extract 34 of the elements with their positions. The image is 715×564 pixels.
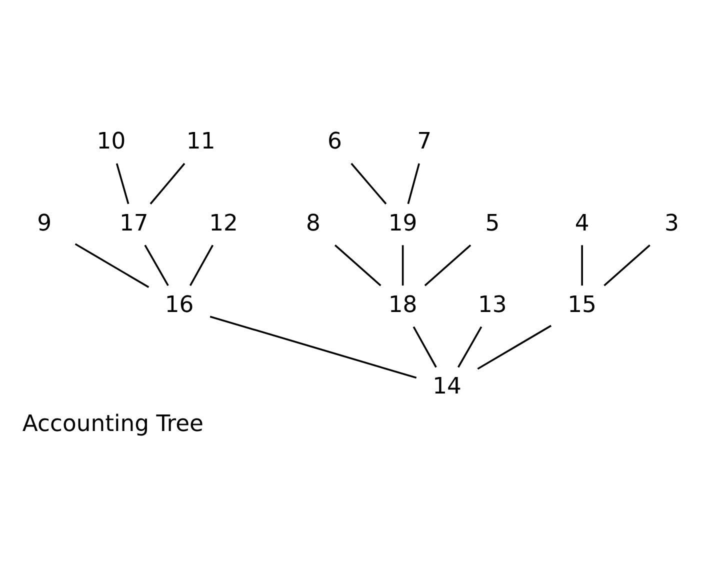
connector — [74, 242, 149, 288]
connector — [209, 315, 416, 378]
node-text: 13 — [478, 291, 506, 318]
connector — [144, 244, 168, 286]
node-text: 12 — [208, 210, 238, 236]
node-text: 19 — [388, 210, 417, 236]
node-text: 17 — [119, 210, 148, 236]
node-text: 9 — [36, 210, 52, 236]
node-text: 4 — [574, 210, 589, 236]
node-text: 10 — [96, 128, 126, 154]
connector — [412, 326, 436, 368]
node-text: 3 — [664, 210, 678, 236]
node-text: 6 — [327, 128, 342, 154]
connector — [115, 162, 129, 204]
connector — [350, 162, 386, 204]
connector — [476, 324, 552, 370]
connector — [149, 162, 185, 204]
connector — [580, 244, 582, 286]
connector — [456, 326, 482, 368]
connector — [424, 244, 471, 286]
connector — [401, 244, 404, 286]
connector — [188, 244, 214, 286]
connector — [406, 162, 420, 204]
connector — [603, 244, 650, 286]
node-text: 8 — [305, 210, 320, 236]
node-text: 7 — [416, 128, 432, 154]
node-text: 18 — [388, 291, 417, 318]
node-text: 14 — [432, 373, 461, 400]
node-text: 5 — [484, 210, 500, 236]
node-text: 15 — [567, 291, 596, 318]
connector — [334, 244, 381, 286]
node-text: 11 — [186, 128, 215, 154]
diagram-title: Accounting Tree — [22, 410, 203, 437]
node-text: 16 — [164, 291, 194, 318]
